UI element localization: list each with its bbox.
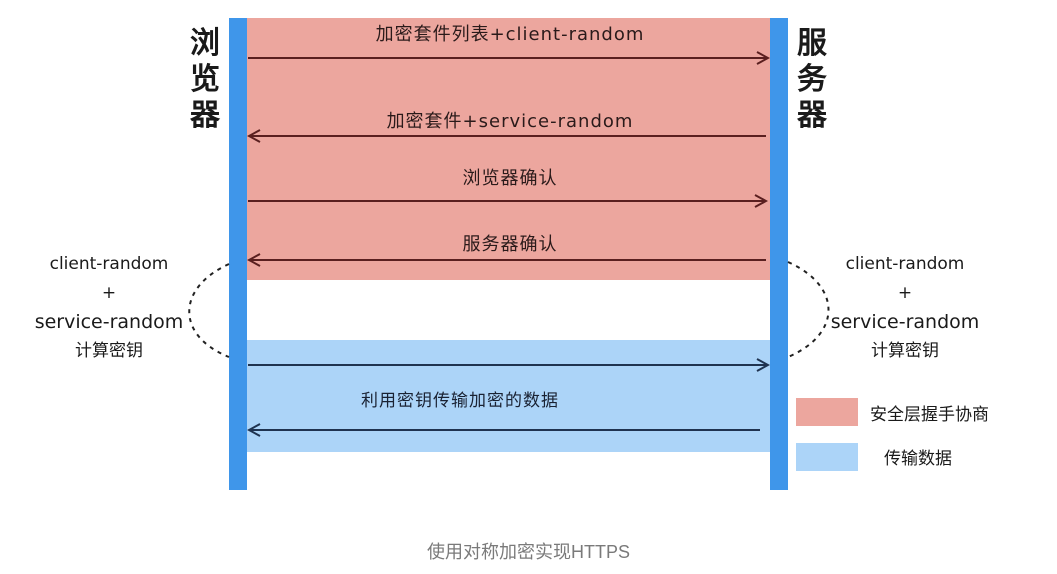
note-service-random: service-random <box>34 311 184 333</box>
title-char: 器 <box>190 98 220 133</box>
title-char: 览 <box>190 62 220 97</box>
note-client-random: client-random <box>49 254 169 274</box>
browser-lifeline <box>229 18 247 490</box>
legend-transfer-swatch <box>796 443 858 471</box>
message-cipher-list-client-random: 加密套件列表+client-random <box>375 24 645 45</box>
note-compute-key: 计算密钥 <box>75 341 143 361</box>
message-encrypted-data: 利用密钥传输加密的数据 <box>361 391 559 411</box>
title-char: 浏 <box>190 26 220 61</box>
note-plus: + <box>101 283 117 303</box>
figure-caption: 使用对称加密实现HTTPS <box>426 542 630 562</box>
title-char: 服 <box>797 26 827 61</box>
legend-transfer-label: 传输数据 <box>884 449 952 469</box>
title-char: 器 <box>797 98 827 133</box>
server-title: 服务器 <box>792 26 832 134</box>
handshake-region <box>247 18 770 280</box>
note-service-random: service-random <box>830 311 980 333</box>
browser-title: 浏览器 <box>185 26 225 134</box>
data-transfer-region <box>247 340 770 452</box>
server-key-calc-note: client-random + service-random 计算密钥 <box>815 250 995 366</box>
note-plus: + <box>897 283 913 303</box>
legend-handshake-swatch <box>796 398 858 426</box>
title-char: 务 <box>797 62 827 97</box>
legend-handshake-label: 安全层握手协商 <box>870 405 989 425</box>
server-lifeline <box>770 18 788 490</box>
message-browser-confirm: 浏览器确认 <box>462 168 558 189</box>
browser-key-calc-note: client-random + service-random 计算密钥 <box>19 250 199 366</box>
message-cipher-service-random: 加密套件+service-random <box>386 111 634 132</box>
note-compute-key: 计算密钥 <box>871 341 939 361</box>
note-client-random: client-random <box>845 254 965 274</box>
message-server-confirm: 服务器确认 <box>462 234 558 255</box>
